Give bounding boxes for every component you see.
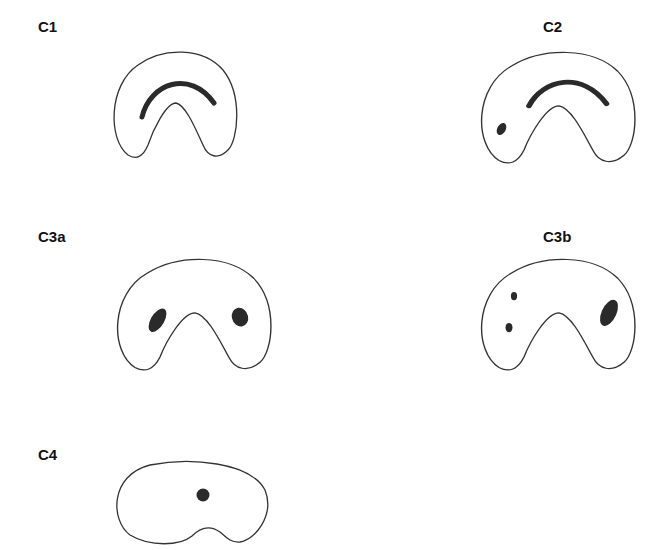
figure-label: C3a [38, 228, 66, 245]
canal [230, 307, 250, 328]
tooth-outline [482, 52, 635, 163]
tooth-outline [117, 462, 268, 544]
tooth-c3a [118, 259, 271, 370]
figure-label: C3b [543, 228, 571, 245]
canal [511, 292, 517, 300]
figure-label: C2 [543, 18, 562, 35]
tooth-c3b [482, 259, 635, 370]
tooth-outline [114, 52, 237, 157]
tooth-outline [482, 259, 635, 370]
figure-label: C4 [38, 446, 57, 463]
tooth-outline [118, 259, 271, 370]
tooth-c4 [117, 462, 268, 544]
tooth-c1 [114, 52, 237, 157]
canal [529, 82, 607, 106]
canal [197, 489, 210, 502]
canal [142, 83, 214, 117]
canal [596, 298, 621, 328]
canal [495, 122, 508, 136]
canal [506, 323, 513, 332]
figure-label: C1 [38, 18, 57, 35]
tooth-c2 [482, 52, 635, 163]
canal [145, 306, 170, 334]
